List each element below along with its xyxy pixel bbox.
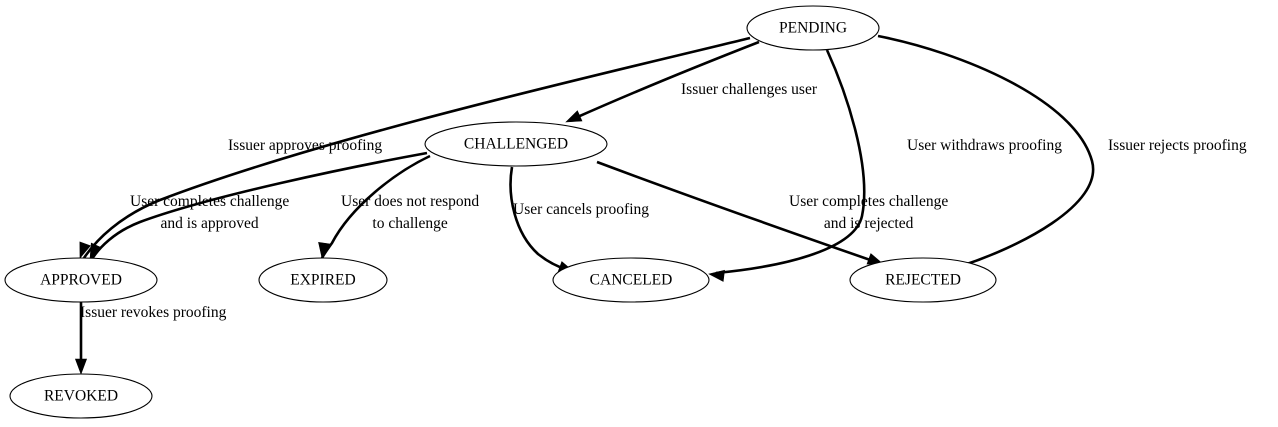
node-label-revoked: REVOKED <box>44 388 118 405</box>
edge-approved-to-revoked[interactable] <box>74 302 88 375</box>
arrowhead-approved-to-revoked <box>74 358 88 375</box>
edge-path-pending-to-challenged <box>572 40 760 121</box>
edge-pending-to-canceled[interactable] <box>708 49 866 282</box>
arrowhead-pending-to-approved <box>79 241 91 259</box>
edge-label-challenged-to-canceled: User cancels proofing <box>513 201 649 218</box>
state-node-rejected[interactable]: REJECTED <box>849 257 997 303</box>
node-label-challenged: CHALLENGED <box>464 136 568 153</box>
node-label-approved: APPROVED <box>40 272 122 289</box>
state-node-challenged[interactable]: CHALLENGED <box>424 121 608 167</box>
state-node-pending[interactable]: PENDING <box>746 5 880 51</box>
node-ellipse-expired <box>258 257 388 303</box>
edge-label-approved-to-revoked: Issuer revokes proofing <box>80 304 227 321</box>
node-ellipse-pending <box>746 5 880 51</box>
edge-labels-layer: Issuer approves proofing Issuer challenge… <box>80 81 1247 321</box>
arrowhead-pending-to-canceled <box>708 269 725 282</box>
edge-challenged-to-expired[interactable] <box>316 154 431 259</box>
edge-label-pending-to-approved: Issuer approves proofing <box>228 137 382 154</box>
edge-pending-to-challenged[interactable] <box>564 40 760 127</box>
arrowhead-challenged-to-expired <box>318 242 331 259</box>
arrowhead-challenged-to-approved <box>89 242 102 260</box>
edge-path-challenged-to-approved <box>90 151 428 260</box>
node-label-expired: EXPIRED <box>290 272 355 289</box>
state-node-expired[interactable]: EXPIRED <box>258 257 388 303</box>
node-ellipse-revoked <box>9 373 153 419</box>
node-label-pending: PENDING <box>779 20 847 37</box>
edge-path-pending-to-approved <box>82 36 751 259</box>
edge-path-challenged-to-rejected <box>596 160 877 264</box>
edge-path-challenged-to-canceled <box>509 166 569 272</box>
edge-path-pending-to-canceled <box>715 49 866 275</box>
edge-label-pending-to-challenged: Issuer challenges user <box>681 81 818 98</box>
node-ellipse-approved <box>4 257 158 303</box>
edge-pending-to-approved[interactable] <box>75 36 751 260</box>
node-ellipse-rejected <box>849 257 997 303</box>
state-node-approved[interactable]: APPROVED <box>4 257 158 303</box>
edge-label-pending-to-canceled: User withdraws proofing <box>907 137 1062 154</box>
state-node-canceled[interactable]: CANCELED <box>552 257 710 303</box>
node-ellipse-canceled <box>552 257 710 303</box>
edge-path-pending-to-rejected <box>877 34 1095 268</box>
edge-challenged-to-approved[interactable] <box>85 151 428 261</box>
edge-pending-to-rejected[interactable] <box>877 34 1095 279</box>
node-label-rejected: REJECTED <box>885 272 961 289</box>
edge-challenged-to-canceled[interactable] <box>509 166 576 277</box>
arrowhead-pending-to-challenged <box>565 110 583 123</box>
nodes-layer: PENDING CHALLENGED APPROVED EXPIRED CANCELED… <box>4 5 997 419</box>
edge-label-pending-to-rejected: Issuer rejects proofing <box>1108 137 1247 154</box>
node-label-canceled: CANCELED <box>590 272 673 289</box>
node-ellipse-challenged <box>424 121 608 167</box>
state-node-revoked[interactable]: REVOKED <box>9 373 153 419</box>
